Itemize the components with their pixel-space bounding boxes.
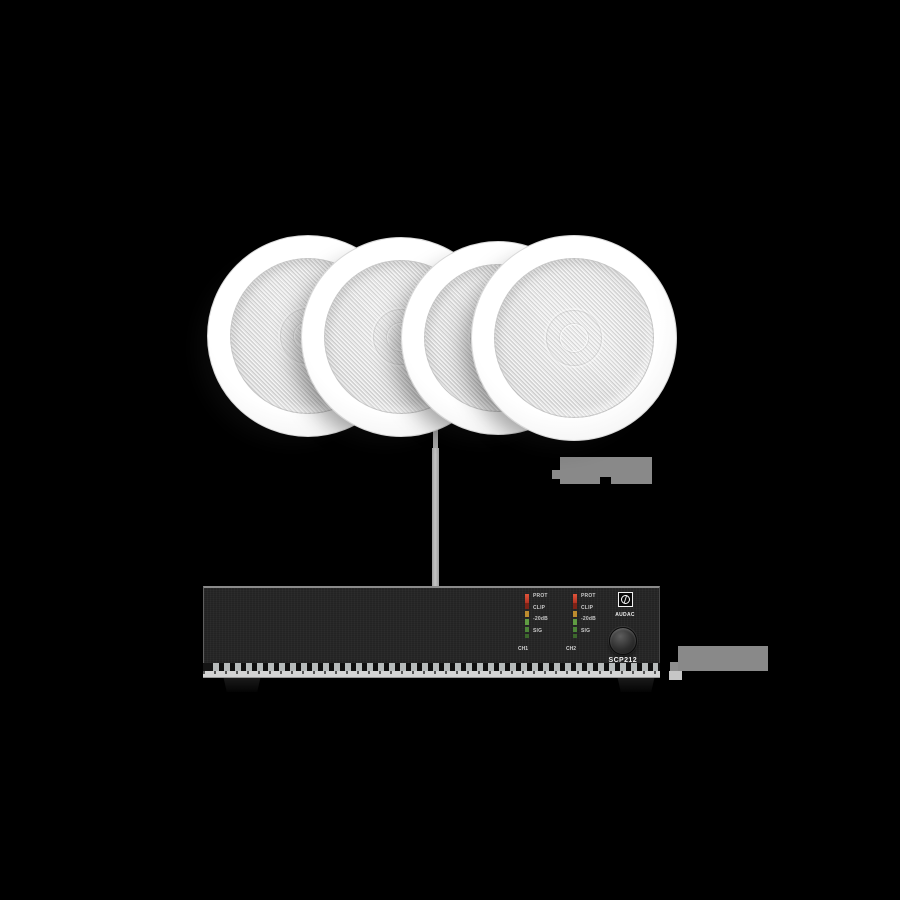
led-segment-sig2 [573, 634, 577, 638]
speaker-cable-top [433, 428, 438, 452]
led-segment-20db [525, 619, 529, 625]
led-segment-20db [573, 619, 577, 625]
led-segment-sig [573, 627, 577, 632]
led-label-prot: PROT [533, 593, 548, 599]
led-label-sig: SIG [581, 627, 591, 634]
led-segment-sig2 [525, 634, 529, 638]
led-labels: PROT CLIP -20dB SIG [533, 594, 548, 634]
model-label: SCP212 [608, 657, 637, 664]
led-segment-clip [573, 611, 577, 617]
amplifier-foot-right [617, 678, 655, 692]
led-segment-prot2 [573, 603, 577, 609]
led-segment-clip [525, 611, 529, 617]
volume-knob [609, 627, 637, 655]
amplifier-label-blob-tab [670, 662, 678, 671]
speaker-watermark-center [560, 324, 588, 352]
led-label-20db: -20dB [533, 616, 548, 623]
speaker-watermark-ring [546, 310, 602, 366]
led-label-sig: SIG [533, 627, 543, 634]
led-segment-sig [525, 627, 529, 632]
audac-logo-circle [620, 595, 630, 604]
led-labels: PROT CLIP -20dB SIG [581, 594, 596, 634]
led-label-clip: CLIP [581, 604, 594, 611]
speaker-grille [494, 258, 654, 418]
led-meter-ch2: PROT CLIP -20dB SIG CH2 [566, 594, 613, 656]
led-bar [573, 594, 577, 638]
vent-slots [213, 663, 658, 671]
ceiling-speaker-4 [471, 235, 677, 441]
audac-logo-icon [617, 592, 633, 607]
led-segment-prot [525, 594, 529, 603]
speaker-cable [432, 448, 439, 587]
amplifier-foot-left [223, 678, 261, 692]
brand-name: AUDAC [615, 612, 635, 618]
brand-block: AUDAC [609, 592, 641, 618]
amplifier-label-blob-square [669, 671, 682, 680]
speaker-label-blob-tab [552, 470, 560, 479]
amplifier-scp212: PROT CLIP -20dB SIG CH1 PROT [203, 586, 660, 692]
led-label-clip: CLIP [533, 604, 546, 611]
led-label-prot: PROT [581, 593, 596, 599]
amplifier-label-blob [678, 646, 768, 671]
led-label-20db: -20dB [581, 616, 596, 623]
channel-label-ch2: CH2 [566, 646, 577, 652]
speaker-label-blob-notch [600, 477, 611, 487]
channel-label-ch1: CH1 [518, 646, 529, 652]
led-bar [525, 594, 529, 638]
bottom-trim-strip [203, 671, 660, 678]
led-segment-prot [573, 594, 577, 603]
led-segment-prot2 [525, 603, 529, 609]
led-meter-ch1: PROT CLIP -20dB SIG CH1 [518, 594, 565, 656]
amplifier-front-panel: PROT CLIP -20dB SIG CH1 PROT [203, 586, 660, 664]
